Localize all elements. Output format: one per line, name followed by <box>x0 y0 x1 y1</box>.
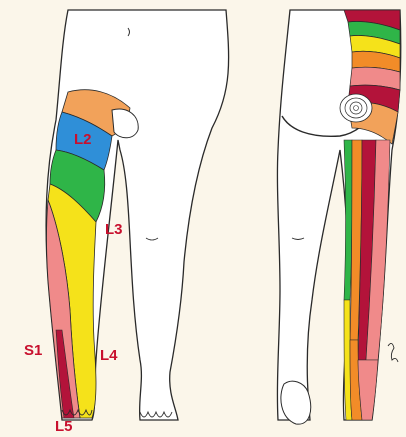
label-L5: L5 <box>55 419 73 434</box>
label-L3: L3 <box>105 222 123 237</box>
label-S1: S1 <box>24 343 42 358</box>
perianal-rings <box>340 94 372 122</box>
label-L4: L4 <box>100 348 118 363</box>
label-L2: L2 <box>74 132 92 147</box>
